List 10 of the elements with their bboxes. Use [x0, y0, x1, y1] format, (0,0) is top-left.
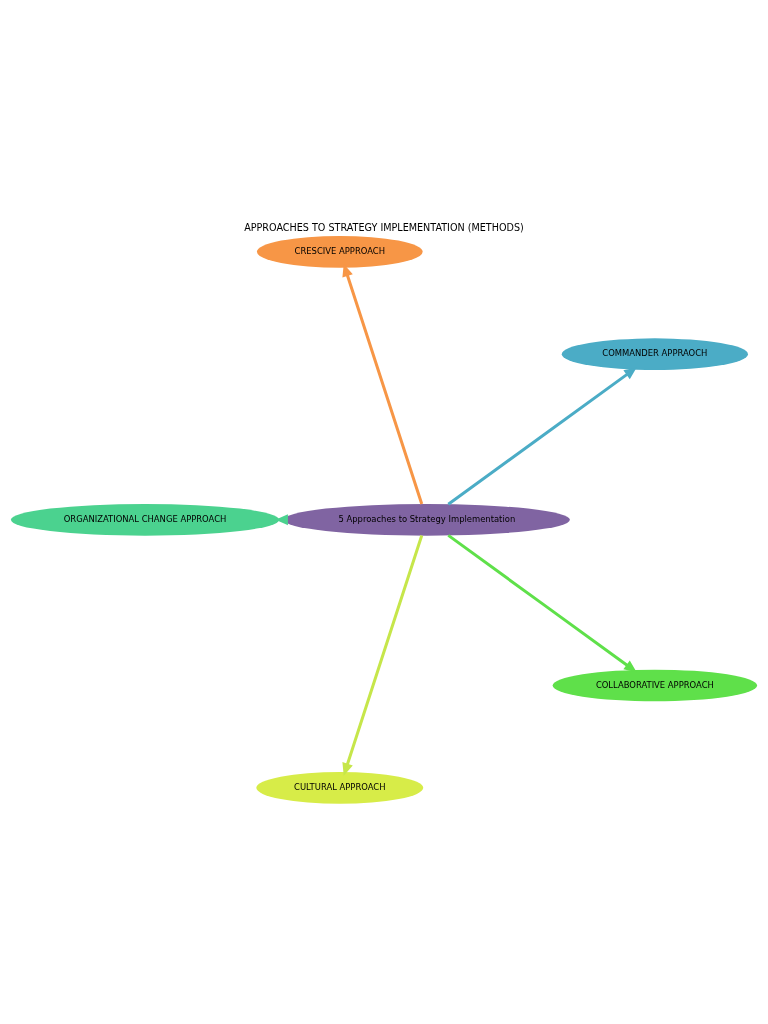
arrow: [342, 535, 424, 776]
node-ellipse: COLLABORATIVE APPROACH: [552, 669, 758, 702]
node-ellipse: CULTURAL APPROACH: [256, 772, 424, 804]
arrow: [275, 514, 288, 526]
node-ellipse: COMMANDER APPRAOCH: [561, 338, 748, 370]
node-ellipse: CRESCIVE APPROACH: [256, 235, 423, 268]
node-ellipse: ORGANIZATIONAL CHANGE APPROACH: [10, 504, 280, 536]
arrow: [447, 367, 637, 506]
arrow: [447, 534, 637, 673]
diagram-title: APPROACHES TO STRATEGY IMPLEMENTATION (METHODS): [244, 221, 524, 233]
